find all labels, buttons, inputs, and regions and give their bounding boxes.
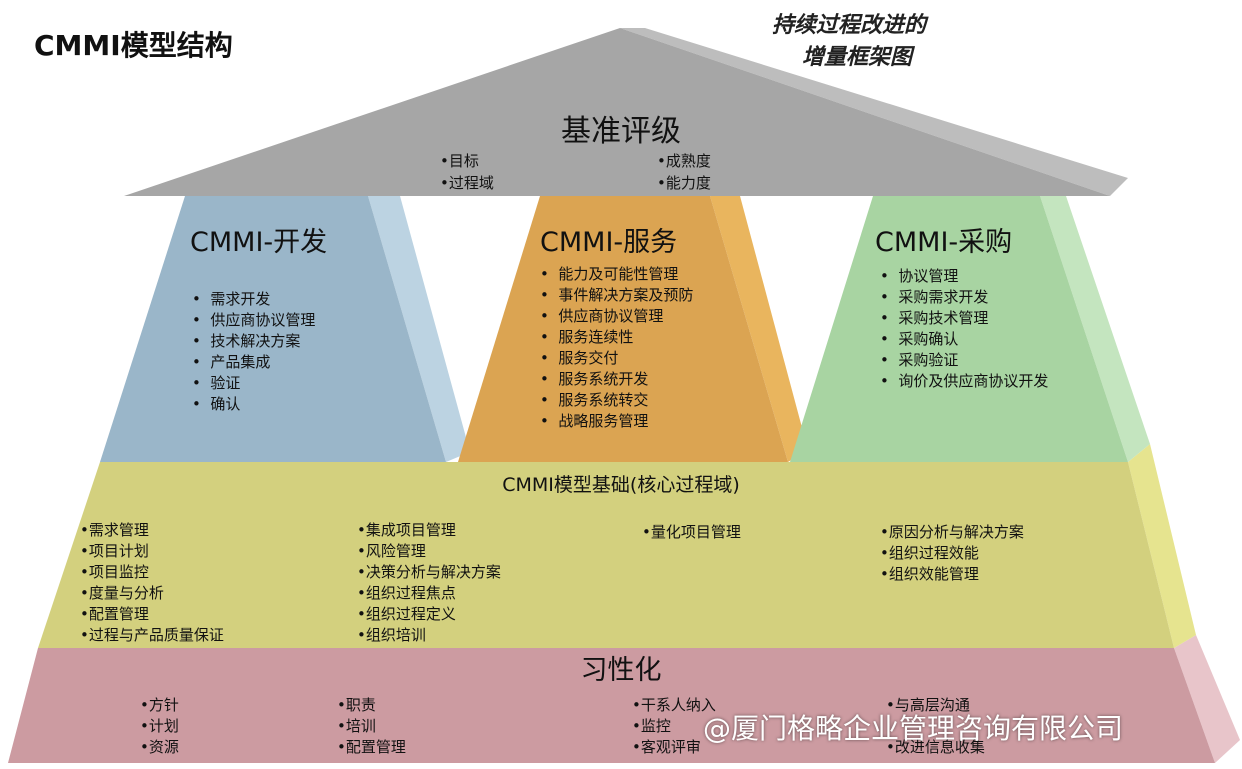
list-item: • 供应商协议管理 <box>192 311 316 329</box>
list-item: • 验证 <box>192 374 241 392</box>
base-column-2: •集成项目管理 •风险管理 •决策分析与解决方案 •组织过程焦点 •组织过程定义… <box>357 520 501 646</box>
roof-side <box>620 28 1128 196</box>
subtitle-line-1: 持续过程改进的 <box>772 13 927 38</box>
base-column-4: •原因分析与解决方案 •组织过程效能 •组织效能管理 <box>880 522 1024 585</box>
roof-left-item: •目标 <box>440 152 479 170</box>
pillar-acq-block <box>790 196 1128 462</box>
list-item: •原因分析与解决方案 <box>880 523 1024 541</box>
page-title: CMMI模型结构 <box>34 29 233 62</box>
roof-right-item: •能力度 <box>657 174 711 192</box>
pillar-acq-side <box>1040 196 1150 462</box>
list-item: •培训 <box>337 717 376 735</box>
floor-side <box>1174 635 1240 763</box>
pillar-service-title: CMMI-服务 <box>540 227 678 258</box>
list-item: • 采购技术管理 <box>880 309 989 327</box>
base-column-3: •量化项目管理 <box>642 522 741 543</box>
floor-column-4: •与高层沟通 •改进信息收集 <box>886 695 985 758</box>
list-item: • 事件解决方案及预防 <box>540 286 694 304</box>
list-item: •计划 <box>140 717 179 735</box>
list-item: • 服务连续性 <box>540 328 634 346</box>
pillar-dev-title: CMMI-开发 <box>190 227 328 258</box>
list-item: • 确认 <box>192 395 241 413</box>
pillar-dev-list: • 需求开发 • 供应商协议管理 • 技术解决方案 • 产品集成 • 验证 • … <box>192 289 315 415</box>
pillar-acq-title: CMMI-采购 <box>875 227 1013 258</box>
base-title: CMMI模型基础(核心过程域) <box>502 474 740 496</box>
pillar-service-block <box>458 196 788 462</box>
roof-right-item: •成熟度 <box>657 152 711 170</box>
subtitle-line-2: 增量框架图 <box>802 45 913 70</box>
floor-column-2: •职责 •培训 •配置管理 <box>337 695 406 758</box>
list-item: •组织过程定义 <box>357 605 456 623</box>
list-item: •资源 <box>140 738 179 756</box>
list-item: • 能力及可能性管理 <box>540 265 679 283</box>
list-item: •客观评审 <box>632 738 701 756</box>
floor-title: 习性化 <box>580 655 662 686</box>
base-side <box>1128 444 1196 648</box>
floor-column-1: •方针 •计划 •资源 <box>140 695 179 758</box>
list-item: • 服务系统开发 <box>540 370 649 388</box>
pillar-dev-side <box>368 196 470 462</box>
list-item: •监控 <box>632 717 671 735</box>
list-item: •组织过程焦点 <box>357 584 456 602</box>
watermark: @厦门格略企业管理咨询有限公司 <box>703 712 1124 745</box>
pillar-dev-block <box>100 196 446 462</box>
base-column-1: •需求管理 •项目计划 •项目监控 •度量与分析 •配置管理 •过程与产品质量保… <box>80 520 224 646</box>
list-item: •改进信息收集 <box>886 738 985 756</box>
base-block <box>38 462 1174 648</box>
subtitle: 持续过程改进的 增量框架图 <box>772 10 926 74</box>
roof-right-list: •成熟度 •能力度 <box>657 150 711 194</box>
list-item: • 询价及供应商协议开发 <box>880 372 1049 390</box>
list-item: • 战略服务管理 <box>540 412 649 430</box>
list-item: •与高层沟通 <box>886 696 970 714</box>
list-item: •配置管理 <box>80 605 149 623</box>
list-item: •组织培训 <box>357 626 426 644</box>
roof-block <box>124 28 1110 196</box>
list-item: • 采购需求开发 <box>880 288 989 306</box>
list-item: •配置管理 <box>337 738 406 756</box>
list-item: •决策分析与解决方案 <box>357 563 501 581</box>
roof-left-list: •目标 •过程域 <box>440 150 494 194</box>
list-item: •集成项目管理 <box>357 521 456 539</box>
floor-block <box>8 648 1215 763</box>
list-item: •需求管理 <box>80 521 149 539</box>
list-item: •组织过程效能 <box>880 544 979 562</box>
list-item: •项目监控 <box>80 563 149 581</box>
list-item: •组织效能管理 <box>880 565 979 583</box>
pillar-acq-list: • 协议管理 • 采购需求开发 • 采购技术管理 • 采购确认 • 采购验证 •… <box>880 266 1048 392</box>
list-item: •过程与产品质量保证 <box>80 626 224 644</box>
list-item: • 需求开发 <box>192 290 271 308</box>
list-item: • 服务系统转交 <box>540 391 649 409</box>
pillar-service-side <box>710 196 808 462</box>
list-item: •方针 <box>140 696 179 714</box>
list-item: • 采购确认 <box>880 330 959 348</box>
list-item: •度量与分析 <box>80 584 164 602</box>
roof-left-item: •过程域 <box>440 174 494 192</box>
list-item: • 服务交付 <box>540 349 619 367</box>
list-item: •职责 <box>337 696 376 714</box>
list-item: • 技术解决方案 <box>192 332 301 350</box>
list-item: •量化项目管理 <box>642 523 741 541</box>
list-item: •风险管理 <box>357 542 426 560</box>
pillar-service-list: • 能力及可能性管理 • 事件解决方案及预防 • 供应商协议管理 • 服务连续性… <box>540 264 693 432</box>
list-item: •项目计划 <box>80 542 149 560</box>
list-item: •干系人纳入 <box>632 696 716 714</box>
floor-column-3: •干系人纳入 •监控 •客观评审 <box>632 695 716 758</box>
list-item: • 协议管理 <box>880 267 959 285</box>
roof-title: 基准评级 <box>561 114 681 149</box>
list-item: • 采购验证 <box>880 351 959 369</box>
list-item: • 供应商协议管理 <box>540 307 664 325</box>
list-item: • 产品集成 <box>192 353 271 371</box>
